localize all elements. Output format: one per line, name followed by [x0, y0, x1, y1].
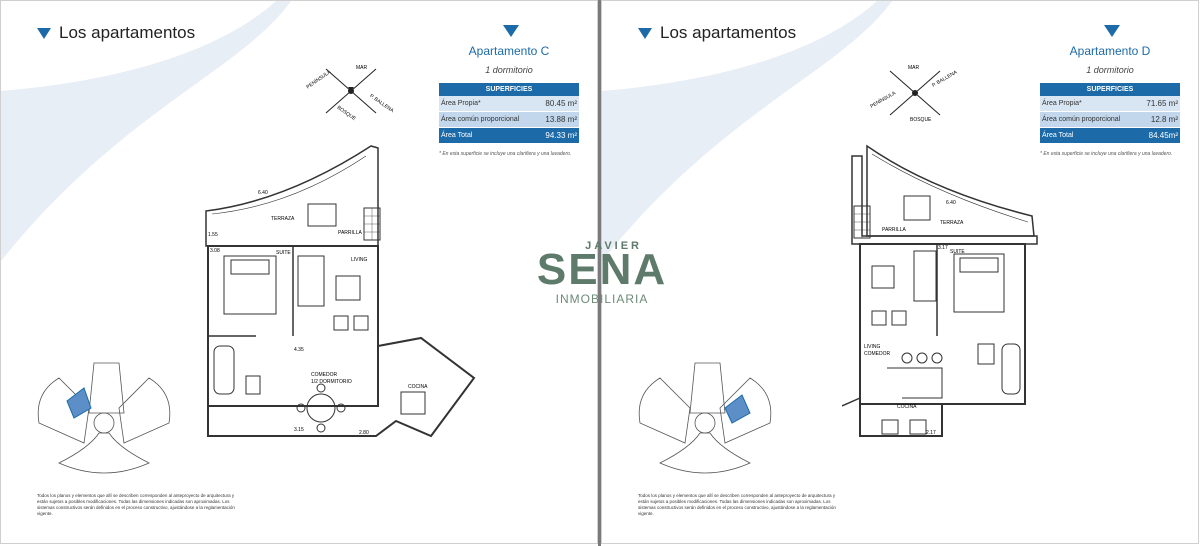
compass-south-label: BOSQUE: [910, 117, 932, 123]
compass-rose-icon: MAR PENÍNSULA P. BALLENA BOSQUE: [306, 65, 395, 121]
dimension-label: 2.17: [926, 430, 936, 436]
triangle-marker-icon: [1104, 25, 1120, 37]
apartment-subtitle: 1 dormitorio: [1086, 65, 1134, 75]
room-label: COMEDOR: [864, 351, 891, 357]
surface-table: SUPERFICIES Área Propia*71.65 m² Área co…: [1040, 83, 1180, 144]
brochure-page-left: Los apartamentos MAR PENÍNSULA P. BALLEN…: [0, 0, 598, 544]
room-label: PARRILLA: [338, 230, 362, 236]
surface-note: * En esta superficie se incluye una clar…: [439, 151, 572, 157]
room-label: 1/2 DORMITORIO: [311, 379, 352, 385]
room-label: COCINA: [408, 384, 428, 390]
room-label: COCINA: [897, 404, 917, 410]
floor-plan-d: PARRILLA TERRAZA SUITE LIVING COMEDOR CO…: [842, 144, 1038, 437]
dimension-label: 2.80: [359, 430, 369, 436]
dimension-label: 1.55: [208, 232, 218, 238]
page-divider: [598, 0, 601, 546]
surface-table-header: SUPERFICIES: [1040, 83, 1180, 96]
compass-east-label: P. BALLENA: [368, 93, 395, 114]
table-row: Área Propia*71.65 m²: [1040, 96, 1180, 112]
compass-north-label: MAR: [908, 65, 920, 71]
dimension-label: 3.17: [938, 245, 948, 251]
brochure-page-right: Los apartamentos MAR PENÍNSULA P. BALLEN…: [601, 0, 1199, 544]
building-site-plan: [37, 362, 171, 474]
surface-table: SUPERFICIES Área Propia*80.45 m² Área co…: [439, 83, 579, 144]
room-label: LIVING: [351, 257, 368, 263]
apartment-title: Apartamento C: [468, 44, 550, 58]
table-row: Área Propia*80.45 m²: [439, 96, 579, 112]
disclaimer-text: Todos los planos y elementos que allí se…: [638, 493, 836, 516]
compass-west-label: PENÍNSULA: [870, 89, 897, 110]
compass-rose-icon: MAR PENÍNSULA P. BALLENA BOSQUE: [870, 65, 959, 123]
building-site-plan: [638, 362, 772, 474]
decorative-swoosh: [602, 1, 892, 261]
logo-main-text: SENA: [536, 245, 668, 294]
room-label: LIVING: [864, 344, 881, 350]
compass-north-label: MAR: [356, 65, 368, 71]
room-label: SUITE: [950, 249, 965, 255]
dimension-label: 6.40: [946, 200, 956, 206]
section-heading-text: Los apartamentos: [660, 23, 797, 42]
room-label: PARRILLA: [882, 227, 906, 233]
dimension-label: 3.08: [210, 248, 220, 254]
apartment-title: Apartamento D: [1069, 44, 1151, 58]
triangle-marker-icon: [638, 27, 652, 39]
logo-bottom-text: INMOBILIARIA: [555, 292, 649, 306]
agency-logo: JAVIER SENA INMOBILIARIA: [522, 240, 682, 306]
triangle-marker-icon: [37, 27, 51, 39]
section-heading: Los apartamentos: [638, 23, 796, 43]
floor-plan-c: TERRAZA PARRILLA SUITE LIVING COMEDOR 1/…: [205, 145, 476, 438]
compass-west-label: PENÍNSULA: [306, 68, 333, 90]
dimension-label: 3.15: [294, 427, 304, 433]
apartment-subtitle: 1 dormitorio: [485, 65, 533, 75]
room-label: TERRAZA: [940, 220, 964, 226]
triangle-marker-icon: [503, 25, 519, 37]
section-heading: Los apartamentos: [37, 23, 195, 43]
room-label: COMEDOR: [311, 372, 338, 378]
dimension-label: 4.35: [294, 347, 304, 353]
surface-note: * En esta superficie se incluye una clar…: [1040, 151, 1173, 157]
section-heading-text: Los apartamentos: [59, 23, 196, 42]
surface-table-header: SUPERFICIES: [439, 83, 579, 96]
compass-east-label: P. BALLENA: [931, 69, 959, 89]
decorative-swoosh: [1, 1, 291, 261]
compass-south-label: BOSQUE: [336, 105, 358, 121]
room-label: SUITE: [276, 250, 291, 256]
logo-top-text: JAVIER: [585, 240, 642, 252]
room-label: TERRAZA: [271, 216, 295, 222]
disclaimer-text: Todos los planos y elementos que allí se…: [37, 493, 235, 516]
dimension-label: 6.40: [258, 190, 268, 196]
